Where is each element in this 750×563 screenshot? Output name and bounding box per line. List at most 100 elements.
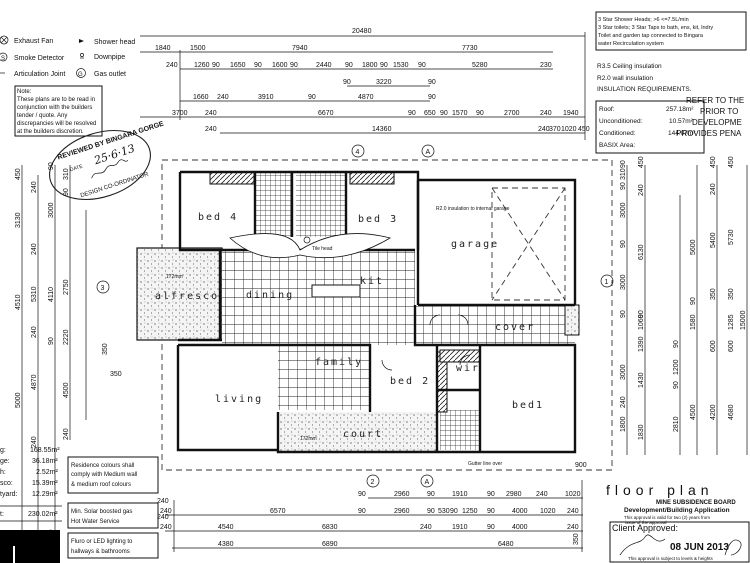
overlay-stamp: REFER TO THE PRIOR TO DEVELOPME PROVIDES… (676, 96, 744, 138)
right-dimensions: 9031090300090300090300024018004502406130… (620, 156, 748, 455)
dimension-label: 90 (427, 508, 435, 515)
dimension-label: 3000 (620, 274, 627, 290)
dimension-label: 240 (536, 491, 548, 498)
dimension-label: 1060 (638, 314, 645, 330)
shower-head-note: Tile head (312, 246, 333, 252)
family-floor (278, 345, 370, 410)
gas-outlet-icon: G (76, 68, 86, 78)
dimension-label: 90 (690, 297, 697, 305)
black-block (0, 530, 60, 563)
dimension-label: 240 (31, 436, 38, 448)
dimension-label: 90 (620, 160, 627, 168)
notes-boxes: Residence colours shall comply with Medi… (67, 456, 159, 559)
dimension-label: 2700 (504, 110, 520, 117)
client-signature (619, 534, 742, 556)
ensuite-floor (296, 172, 346, 237)
area-value: 2.52m² (36, 469, 58, 476)
note-line: at the builders discretion. (17, 129, 84, 135)
approval-valid: This approval is valid for two (2) years… (624, 515, 710, 520)
dimension-label: 6670 (318, 110, 334, 117)
garage-insulation-note: R2.0 insulation to internal garage (436, 206, 510, 212)
hallway-bay (229, 233, 392, 259)
dimension-label: 240 (205, 126, 217, 133)
downpipe-icon (80, 53, 84, 59)
dimension-label: 4870 (31, 374, 38, 390)
dimension-label: 90 (48, 162, 55, 170)
dimension-label: 310 (63, 168, 70, 180)
dimension-label: 7940 (292, 45, 308, 52)
dimension-label: 7730 (462, 45, 478, 52)
dimension-label: 450 (710, 156, 717, 168)
note-line: tender / quote. Any (17, 113, 67, 119)
dimension-label: 90 (487, 491, 495, 498)
left-dimensions: 4503130451050002402405310240487024090300… (15, 162, 87, 560)
dimension-label: 450 (15, 168, 22, 180)
grid-markers: 4 A 3 1 2 A (96, 144, 614, 488)
dimension-label: 90 (358, 491, 366, 498)
client-approved-label: Client Approved: (612, 523, 678, 533)
dimension-label: 4500 (690, 404, 697, 420)
dimension-label: 3700 (172, 110, 188, 117)
approval-board: MINE SUBSIDENCE BOARD (656, 500, 736, 506)
dimension-label: 3000 (620, 202, 627, 218)
dimension-label: 90 (308, 94, 316, 101)
legend: Exhaust Fan S Smoke Detector Articulatio… (0, 35, 135, 78)
insulation-heading: INSULATION REQUIREMENTS. (597, 86, 692, 93)
ceiling-insulation: R3.5 Ceiling insulation (597, 63, 662, 70)
dimension-label: 600 (728, 340, 735, 352)
dimension-label: 3000 (48, 202, 55, 218)
dimension-label: 90 (487, 524, 495, 531)
dimension-label: 90 (673, 381, 680, 389)
dimension-label: 350 (728, 288, 735, 300)
area-label: h: (0, 469, 6, 476)
approval-date: 08 JUN 2013 (670, 542, 729, 553)
dimension-label: 350 (110, 371, 122, 378)
dimension-label: 3910 (258, 94, 274, 101)
overlay-stamp-line: PRIOR TO (700, 107, 738, 116)
legend-label: Gas outlet (94, 71, 126, 78)
dimension-label: 2220 (63, 329, 70, 345)
spec-box: 3 Star Shower Heads; >6 <=7.5L/min 3 Sta… (595, 11, 747, 51)
dimension-label: 1530 (393, 62, 409, 69)
room-label-bed4: bed 4 (198, 212, 238, 223)
dimension-label: 90 (450, 508, 458, 515)
eave-line (161, 159, 613, 471)
dimension-label: 1580 (690, 314, 697, 330)
dimension-label: 4200 (710, 404, 717, 420)
dimension-label: 4510 (15, 294, 22, 310)
area-label: sco: (0, 480, 13, 487)
porch (564, 304, 580, 336)
area-value: 168.55m² (30, 447, 60, 454)
dimension-label: 240 (540, 110, 552, 117)
approval-app: Development/Building Application (624, 507, 730, 514)
dimension-label: 240 (420, 524, 432, 531)
dimension-label: 90 (358, 508, 366, 515)
overlay-stamp-line: PROVIDES PENA (676, 129, 742, 138)
area-label: ge: (0, 458, 10, 465)
dimension-label: 1650 (230, 62, 246, 69)
dimension-label: 1800 (620, 416, 627, 432)
dimension-label: 3000 (620, 364, 627, 380)
court-step-note: 172mm (300, 436, 317, 442)
drawing-title: floor plan (606, 482, 714, 498)
dimension-label: 240 (710, 183, 717, 195)
room-label-family: family (315, 357, 363, 368)
dimension-label: 240 (217, 94, 229, 101)
dimension-label: 90 (380, 62, 388, 69)
dimension-label: 310 (620, 168, 627, 180)
dimension-label: 370 (549, 126, 561, 133)
dimension-label: 90 (638, 310, 645, 318)
legend-label: Shower head (94, 39, 135, 46)
dimension-label: 240 (205, 110, 217, 117)
dimension-label: 4000 (512, 508, 528, 515)
dimension-label: 90 (343, 79, 351, 86)
area-label: g: (0, 447, 6, 454)
grid-marker-a: A (426, 149, 431, 156)
grid-marker-1: 1 (605, 279, 609, 286)
legend-label: Articulation Joint (14, 71, 65, 78)
entry-floor (415, 305, 575, 345)
dimension-label: 240 (620, 396, 627, 408)
dimension-label: 600 (710, 340, 717, 352)
